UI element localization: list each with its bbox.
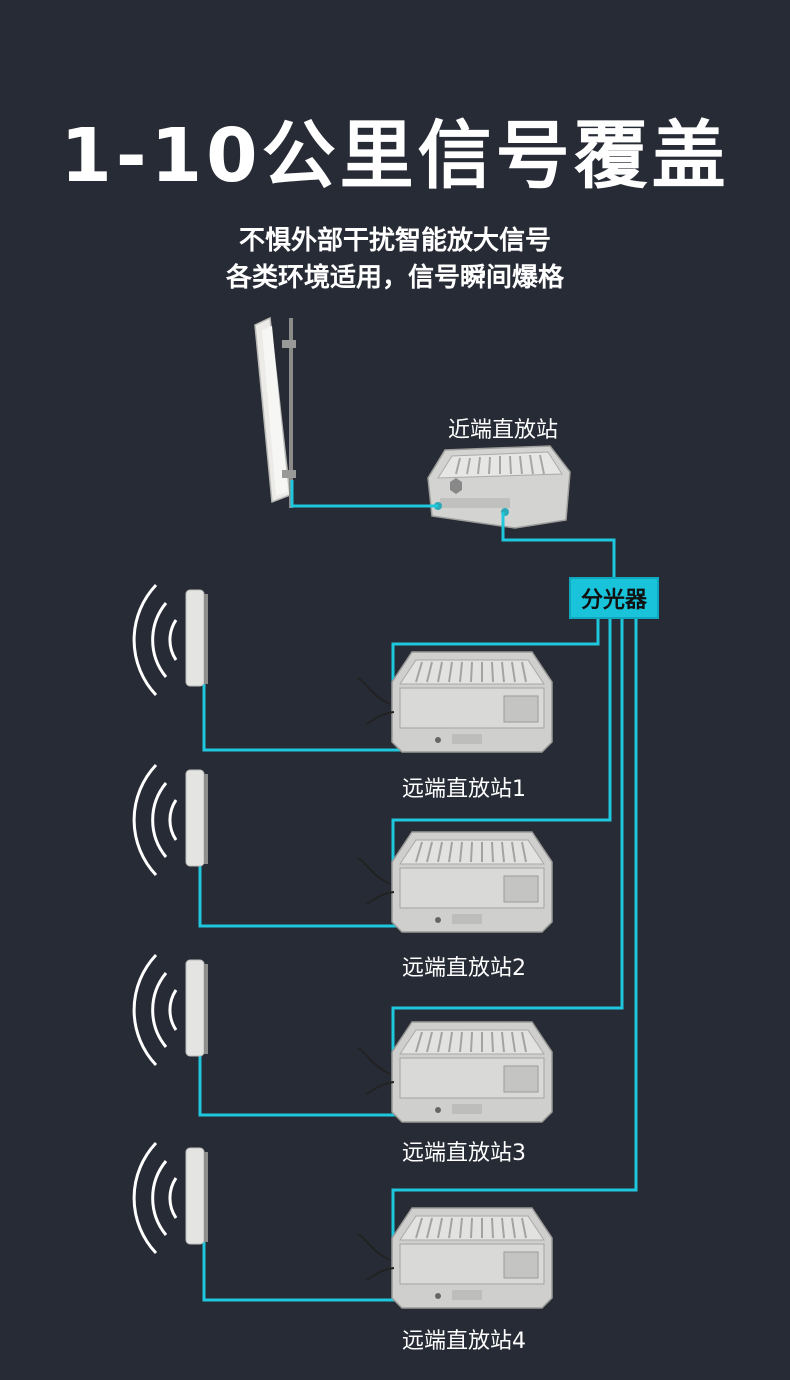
signal-waves-icon — [132, 763, 178, 877]
fiber-cables — [198, 480, 638, 1302]
remote-group-2 — [132, 763, 553, 933]
remote-group-4 — [132, 1141, 553, 1309]
page-title: 1-10公里信号覆盖 — [60, 113, 730, 199]
remote-group-1 — [132, 583, 553, 753]
signal-waves-icon — [132, 953, 178, 1067]
splitter-box: 分光器 — [569, 577, 659, 619]
near-station-label: 近端直放站 — [448, 418, 559, 443]
donor-antenna — [254, 316, 296, 508]
signal-waves-icon — [132, 1141, 178, 1255]
remote-station-label-3: 远端直放站3 — [402, 1141, 526, 1166]
remote-station-label-1: 远端直放站1 — [402, 777, 526, 802]
remote-station-label-4: 远端直放站4 — [402, 1329, 526, 1354]
near-end-repeater — [427, 445, 571, 529]
remote-group-3 — [132, 953, 553, 1123]
remote-station-label-2: 远端直放站2 — [402, 956, 526, 981]
signal-waves-icon — [132, 583, 178, 697]
subtitle-line-2: 各类环境适用，信号瞬间爆格 — [225, 263, 564, 293]
subtitle-line-1: 不惧外部干扰智能放大信号 — [238, 226, 551, 256]
